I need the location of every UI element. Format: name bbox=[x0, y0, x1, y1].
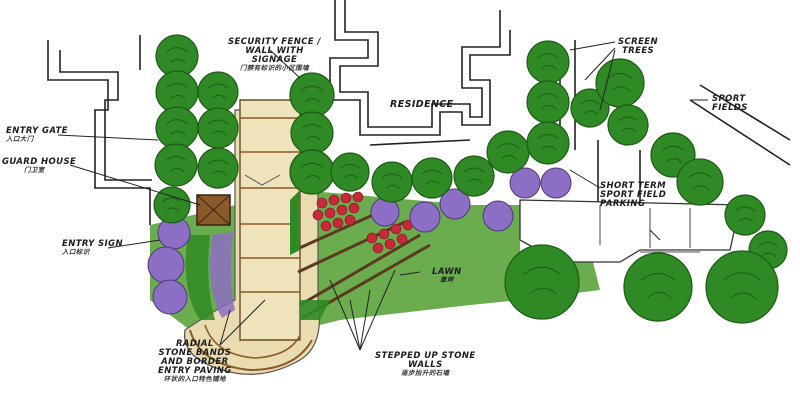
rose-beds bbox=[312, 191, 414, 254]
tree-canopy bbox=[676, 158, 724, 206]
entry-paving bbox=[183, 99, 321, 375]
tree-canopy-shading bbox=[497, 143, 519, 160]
tree-canopy bbox=[486, 130, 530, 174]
screen-trees-label: SCREEN TREES bbox=[618, 37, 659, 56]
guard-house-label: GUARD HOUSE 门卫室 bbox=[2, 157, 77, 174]
tree-canopy bbox=[724, 194, 766, 236]
building-outlines bbox=[47, 0, 791, 225]
tree-canopy-shading bbox=[688, 172, 712, 191]
tree-canopy-shading bbox=[523, 266, 561, 296]
tree-canopy-shading bbox=[723, 272, 761, 300]
tree-canopy bbox=[155, 106, 199, 150]
tree-canopy bbox=[289, 72, 335, 118]
lawn-label: LAWN 草坪 bbox=[432, 267, 462, 284]
security-fence-label: SECURITY FENCE / WALL WITH SIGNAGE 门禁有标识… bbox=[228, 37, 321, 72]
tree-canopy bbox=[290, 111, 334, 155]
tree-canopy-shading bbox=[381, 173, 403, 190]
tree-canopy-shading bbox=[537, 134, 559, 151]
tree-canopy bbox=[623, 252, 693, 322]
tree-canopy-shading bbox=[758, 241, 778, 257]
entry-gate-label: ENTRY GATE 入口大门 bbox=[6, 126, 68, 143]
entry-sign-label: ENTRY SIGN 入口标识 bbox=[62, 239, 123, 256]
tree-canopy bbox=[526, 121, 570, 165]
tree-canopy bbox=[154, 143, 198, 187]
tree-canopy-shading bbox=[537, 93, 559, 110]
tree-canopy bbox=[197, 107, 239, 149]
tree-canopy-shading bbox=[734, 206, 756, 223]
tree-canopy-shading bbox=[301, 124, 323, 141]
tree-canopy bbox=[371, 161, 413, 203]
residence-label: RESIDENCE bbox=[390, 99, 454, 110]
tree-canopy-shading bbox=[166, 119, 188, 136]
tree-canopy bbox=[197, 147, 239, 189]
tree-canopy-shading bbox=[207, 83, 229, 100]
tree-canopy-shading bbox=[300, 85, 324, 104]
stepped-stone-walls-label: STEPPED UP STONE WALLS 逐步抬升的石墙 bbox=[375, 351, 476, 377]
guard-house bbox=[196, 194, 231, 226]
short-term-parking-label: SHORT TERM SPORT FIELD PARKING bbox=[600, 181, 667, 209]
tree-canopy bbox=[526, 40, 570, 84]
tree-canopy bbox=[153, 186, 191, 224]
tree-canopy-shading bbox=[340, 163, 360, 179]
tree-canopy-shading bbox=[463, 167, 485, 184]
tree-canopy bbox=[411, 157, 453, 199]
tree-canopy-shading bbox=[300, 162, 324, 181]
tree-canopy bbox=[526, 80, 570, 124]
tree-canopy-shading bbox=[421, 169, 443, 186]
tree-canopy-shading bbox=[207, 119, 229, 136]
tree-canopy-shading bbox=[207, 159, 229, 176]
tree-canopy bbox=[705, 250, 779, 324]
sport-fields-label: SPORT FIELDS bbox=[712, 94, 748, 113]
tree-canopy bbox=[453, 155, 495, 197]
tree-canopy bbox=[504, 244, 580, 320]
tree-canopy bbox=[607, 104, 649, 146]
tree-canopy bbox=[289, 149, 335, 195]
purple-shrubs bbox=[147, 167, 572, 315]
tree-canopy-shading bbox=[661, 145, 685, 164]
trees bbox=[153, 34, 788, 324]
parking-stall-lines bbox=[599, 205, 691, 248]
tree-canopy-shading bbox=[537, 53, 559, 70]
tree-canopy bbox=[595, 58, 645, 108]
tree-canopy-shading bbox=[166, 47, 188, 64]
tree-canopy-shading bbox=[617, 116, 639, 133]
tree-canopy-shading bbox=[580, 99, 600, 115]
tree-canopy-shading bbox=[166, 83, 188, 100]
radial-stone-bands-label: RADIAL STONE BANDS AND BORDER ENTRY PAVI… bbox=[158, 339, 232, 383]
tree-canopy bbox=[197, 71, 239, 113]
tree-canopy-shading bbox=[640, 272, 676, 300]
shrub-borders bbox=[185, 190, 330, 320]
tree-canopy bbox=[330, 152, 370, 192]
